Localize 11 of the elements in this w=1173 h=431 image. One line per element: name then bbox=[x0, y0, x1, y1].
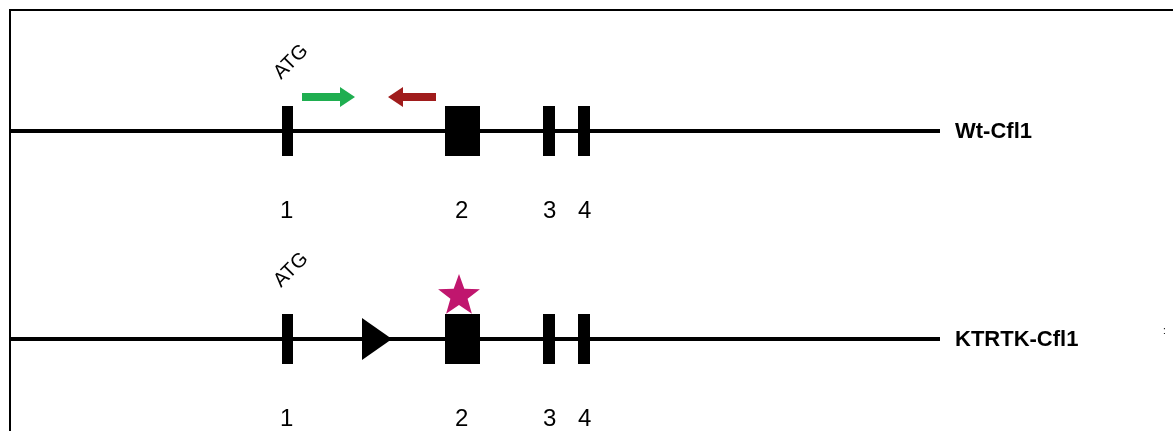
exon-number: 1 bbox=[280, 406, 294, 430]
exon-number: 3 bbox=[543, 406, 557, 430]
colon-mark: : bbox=[1163, 326, 1166, 336]
gene-name: Wt-Cfl1 bbox=[955, 120, 1032, 142]
exon-number: 2 bbox=[455, 406, 469, 430]
exon-number: 3 bbox=[543, 198, 557, 222]
exon-number: 4 bbox=[578, 198, 592, 222]
gene-name: KTRTK-Cfl1 bbox=[955, 328, 1079, 350]
exon-number: 4 bbox=[578, 406, 592, 430]
exon-number: 2 bbox=[455, 198, 469, 222]
exon-number: 1 bbox=[280, 198, 294, 222]
